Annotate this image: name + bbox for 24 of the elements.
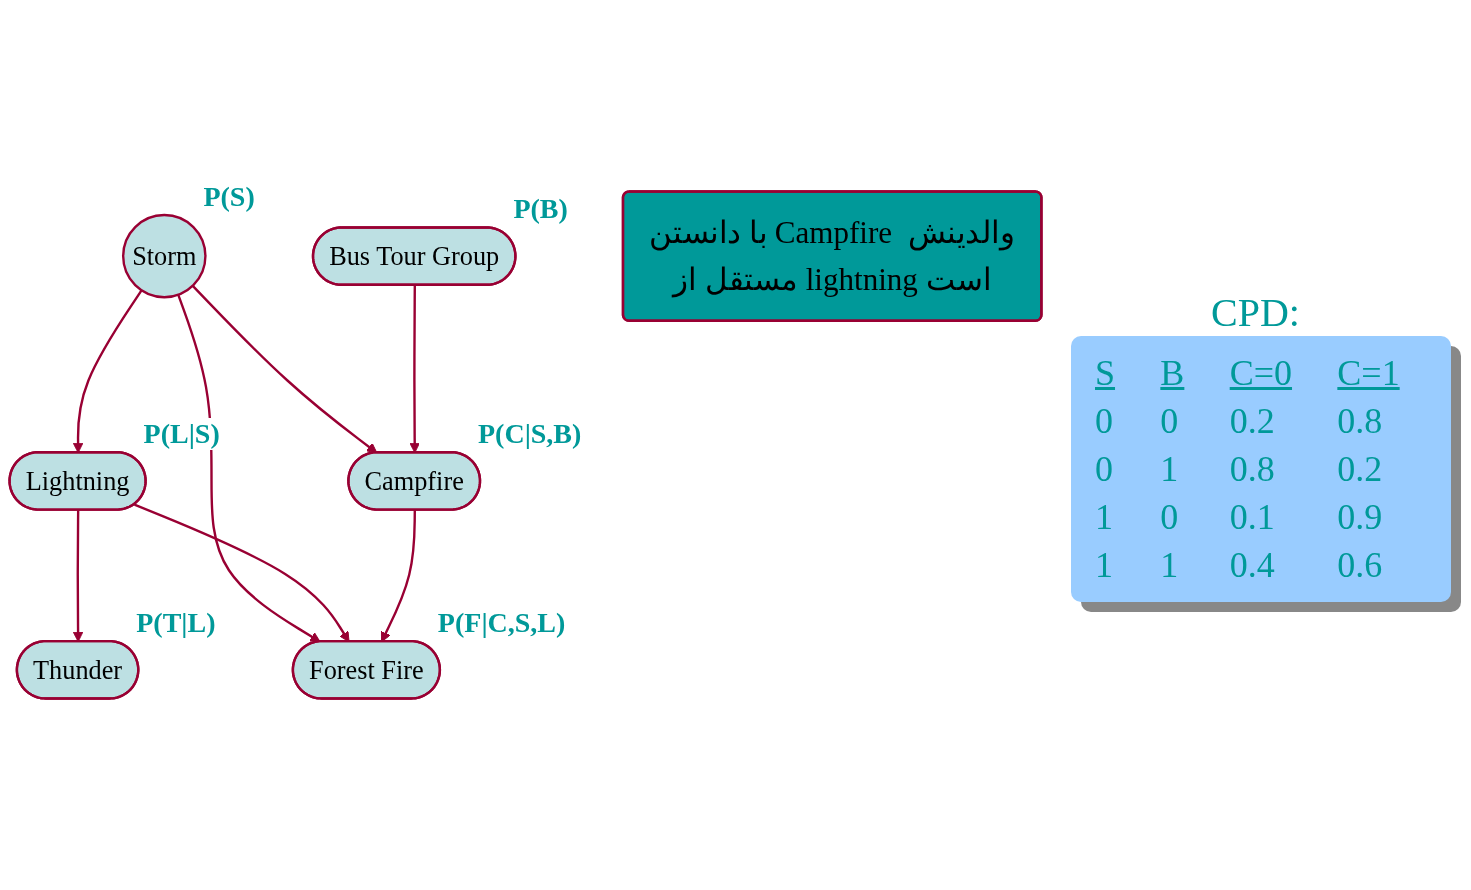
arrow: [191, 284, 378, 454]
table-value: 1: [1160, 543, 1180, 586]
table-value: 1: [1095, 495, 1114, 538]
table-value: 0.8: [1337, 399, 1384, 442]
column-header: B: [1160, 351, 1186, 394]
table-value: 0.6: [1337, 543, 1384, 586]
arrow: [177, 294, 321, 643]
table-value: 0: [1160, 495, 1180, 538]
table-value: 0.4: [1229, 543, 1276, 586]
table-value: 0.8: [1229, 447, 1276, 490]
column-header: C=1: [1337, 351, 1401, 394]
table-value: 0: [1160, 399, 1180, 442]
table-value: 0.1: [1229, 495, 1276, 538]
table-value: 0.9: [1337, 495, 1384, 538]
column-header: S: [1095, 351, 1117, 394]
table-title: CPD:: [1211, 288, 1301, 336]
column-header: C=0: [1229, 351, 1293, 394]
table-value: 0.2: [1337, 447, 1384, 490]
table-value: 0.2: [1229, 399, 1276, 442]
table-value: 0: [1095, 399, 1114, 442]
table-value: 1: [1095, 543, 1114, 586]
table-value: 1: [1160, 447, 1180, 490]
node-circle: Storm: [121, 213, 207, 299]
table-value: 0: [1095, 447, 1114, 490]
